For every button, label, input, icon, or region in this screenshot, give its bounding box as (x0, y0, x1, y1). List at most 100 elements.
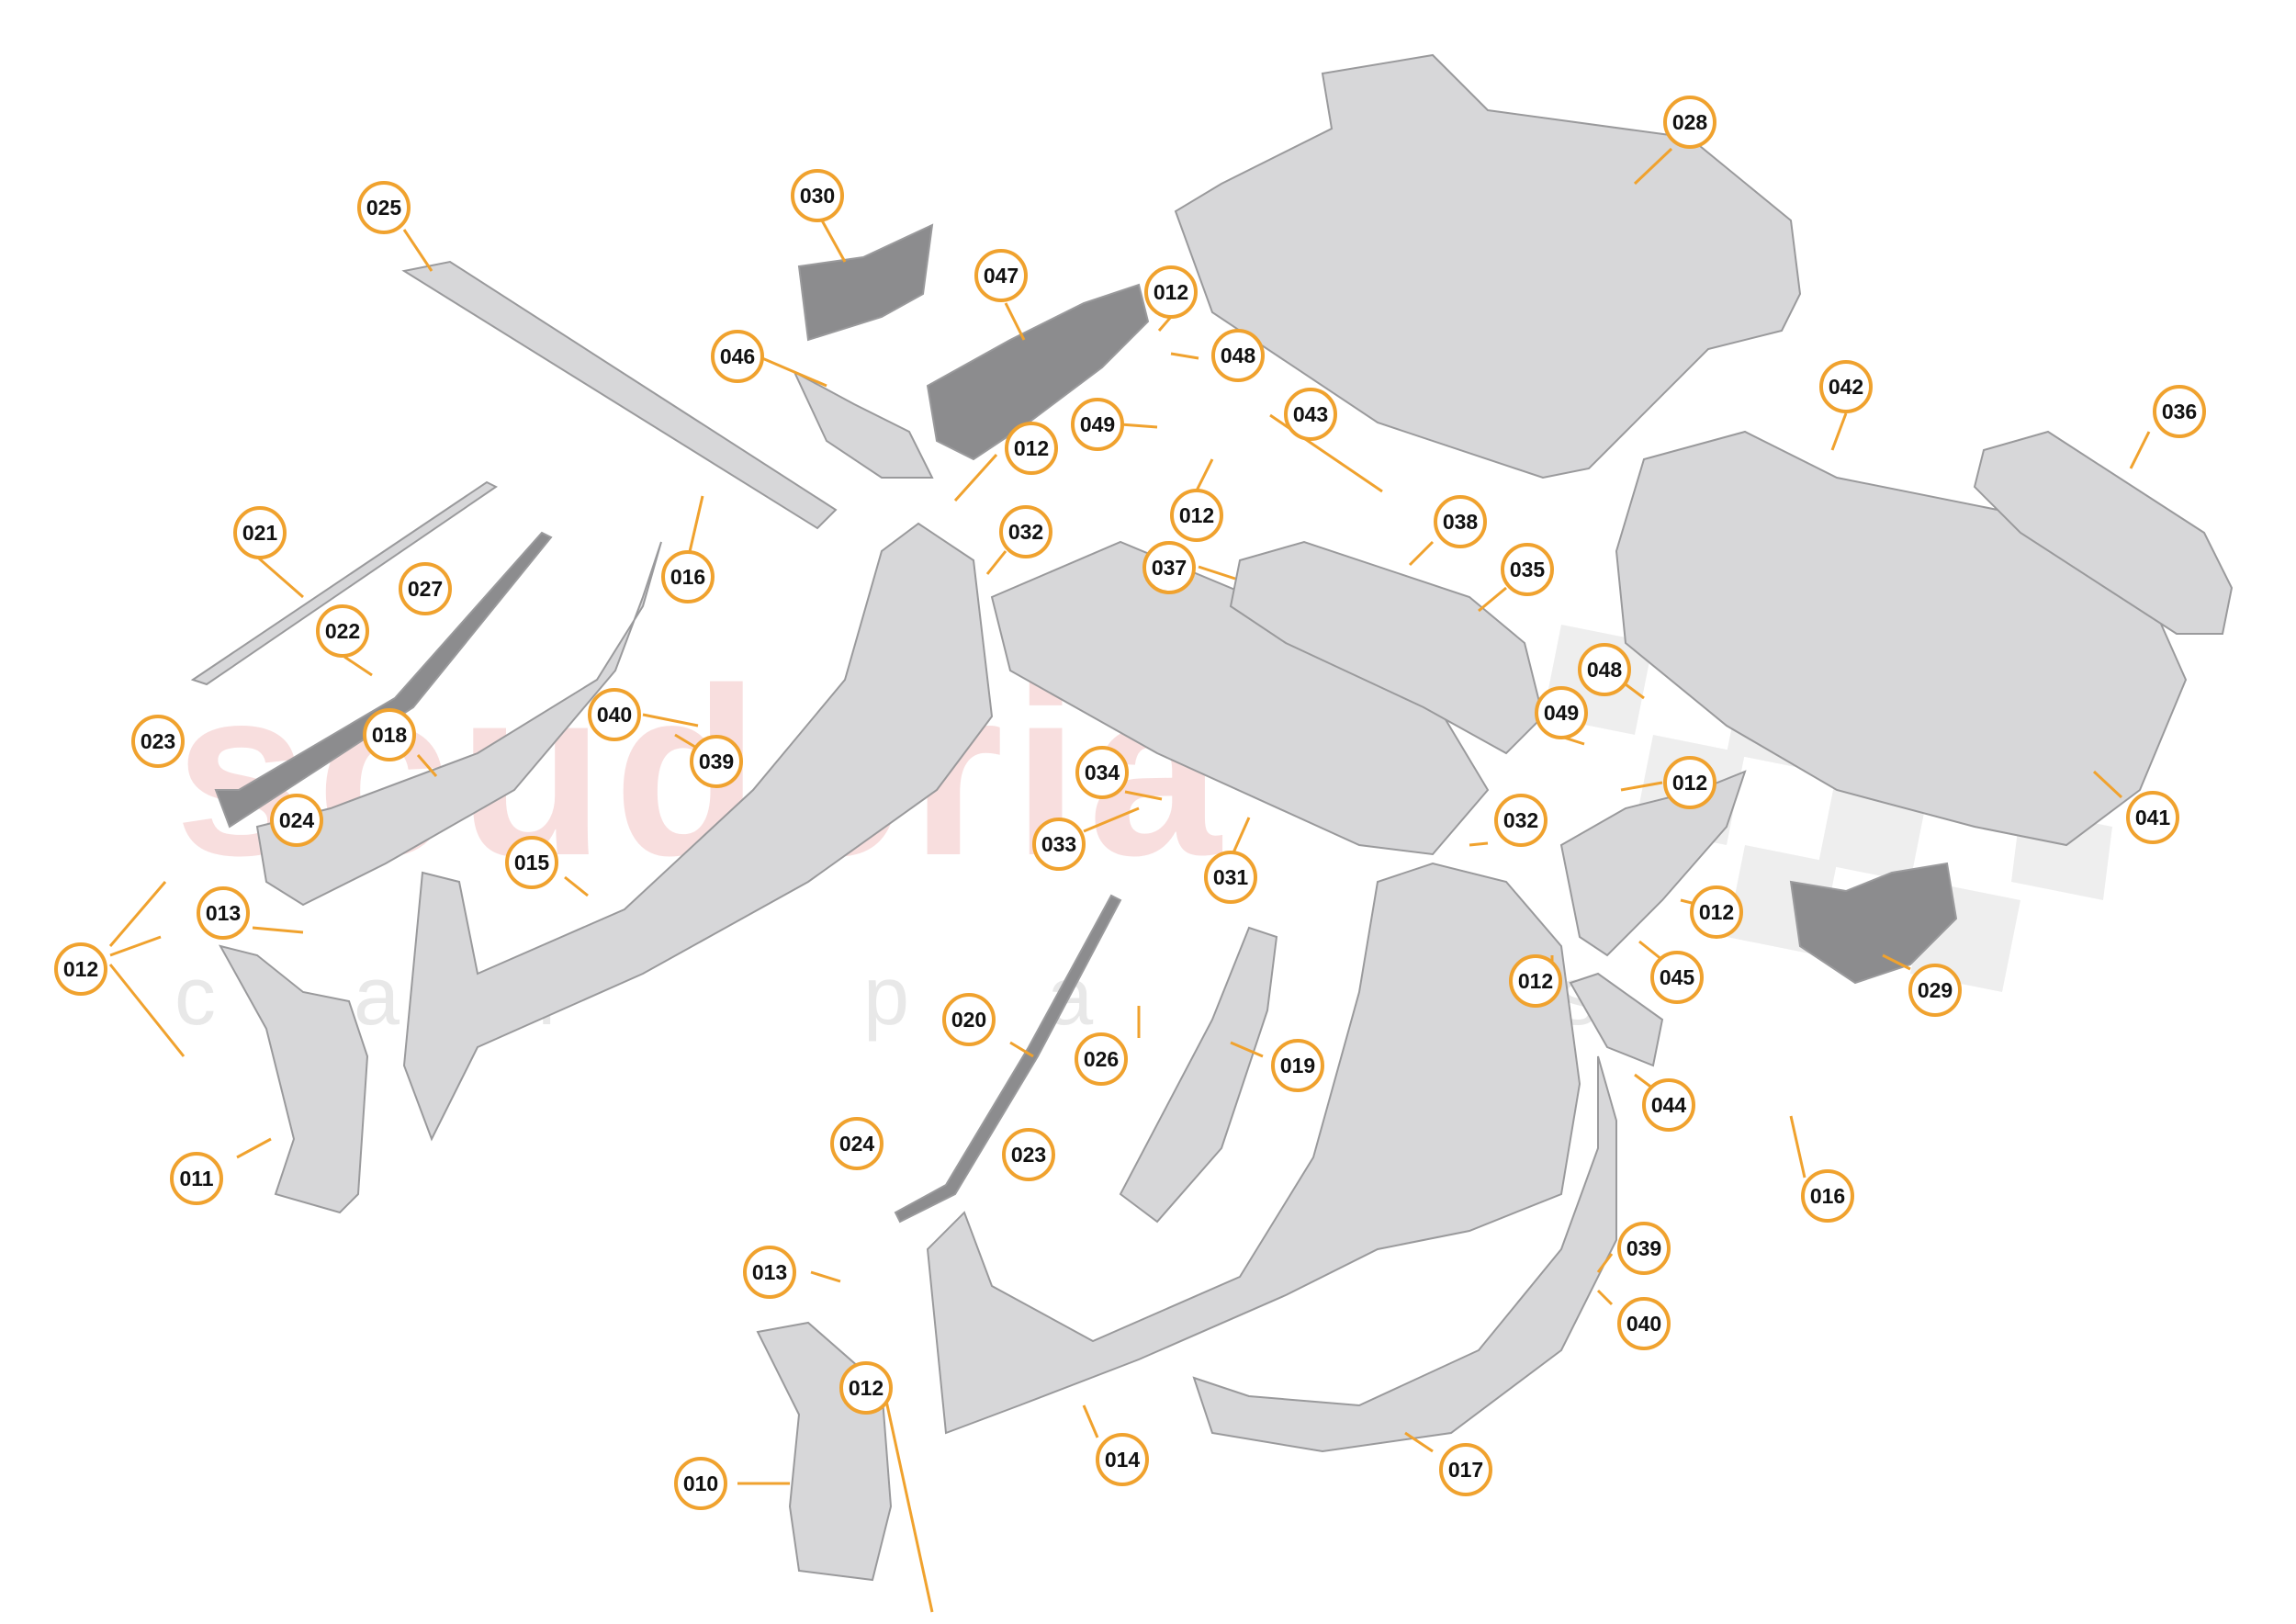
callout-label: 019 (1280, 1054, 1315, 1077)
callout-circle (1819, 360, 1873, 413)
leader-016-b (1789, 1115, 1806, 1179)
callout-circle (839, 1361, 893, 1415)
leader-035 (1478, 586, 1507, 613)
callout-label: 012 (1179, 503, 1214, 527)
part-045-bracket (1559, 770, 1747, 957)
callout-013: 013 (743, 1246, 796, 1299)
part-028-trunk-liner (1174, 53, 1802, 479)
callout-010: 010 (674, 1457, 727, 1510)
callout-circle (357, 181, 411, 234)
callout-046: 046 (711, 330, 764, 383)
part-illustrations (190, 53, 2234, 1582)
leader-018 (416, 754, 438, 777)
callout-012: 012 (54, 942, 107, 996)
callout-014: 014 (1096, 1433, 1149, 1486)
callout-048: 048 (1578, 643, 1631, 696)
callout-label: 012 (1518, 969, 1553, 993)
leader-019 (1230, 1041, 1264, 1058)
callout-circle (1617, 1297, 1671, 1350)
callout-019: 019 (1271, 1039, 1324, 1092)
callout-circle (661, 550, 715, 603)
callout-circle (1663, 756, 1716, 809)
callout-label: 017 (1448, 1458, 1483, 1482)
callout-032: 032 (1494, 794, 1548, 847)
callout-label: 037 (1152, 556, 1187, 580)
leader-032-a (985, 550, 1007, 575)
callout-label: 028 (1672, 110, 1708, 134)
callout-circle (1434, 495, 1487, 548)
callout-circle (690, 735, 743, 788)
callout-circle (1494, 794, 1548, 847)
callout-label: 022 (325, 619, 360, 643)
callout-circle (974, 249, 1028, 302)
callout-029: 029 (1908, 964, 1962, 1017)
callout-circle (1439, 1443, 1492, 1496)
leader-025 (402, 229, 433, 272)
callout-label: 025 (366, 196, 402, 220)
callout-016: 016 (661, 550, 715, 603)
callout-label: 046 (720, 344, 755, 368)
callout-023: 023 (131, 715, 185, 768)
callout-label: 012 (849, 1376, 884, 1400)
callout-label: 036 (2162, 400, 2197, 423)
callout-028: 028 (1663, 96, 1716, 149)
part-019-trim (1119, 926, 1278, 1224)
callout-label: 012 (1699, 900, 1734, 924)
callout-036: 036 (2153, 385, 2206, 438)
callout-label: 013 (206, 901, 241, 925)
callout-035: 035 (1501, 543, 1554, 596)
part-035-panel (1229, 540, 1545, 755)
part-044-bracket (1569, 972, 1664, 1067)
callout-circle (1642, 1078, 1695, 1132)
callout-label: 031 (1213, 865, 1249, 889)
leader-012-f (108, 881, 167, 947)
callout-circle (1908, 964, 1962, 1017)
callout-circle (1144, 265, 1198, 319)
callout-label: 039 (1626, 1236, 1661, 1260)
callout-016: 016 (1801, 1169, 1854, 1223)
callout-label: 032 (1503, 808, 1538, 832)
callout-circle (1142, 541, 1196, 594)
leader-042 (1830, 412, 1848, 451)
callout-039: 039 (690, 735, 743, 788)
leader-036 (2129, 431, 2151, 469)
callout-label: 047 (984, 264, 1019, 288)
callout-label: 044 (1651, 1093, 1687, 1117)
callout-027: 027 (399, 562, 452, 615)
callout-circle (1002, 1128, 1055, 1181)
callout-label: 029 (1918, 978, 1953, 1002)
leader-038 (1408, 540, 1435, 567)
callout-label: 016 (1810, 1184, 1845, 1208)
callout-030: 030 (791, 169, 844, 222)
callout-label: 041 (2135, 806, 2171, 829)
callout-circle (1650, 951, 1704, 1004)
callout-label: 048 (1221, 344, 1256, 367)
callout-label: 039 (699, 750, 734, 773)
callout-label: 048 (1587, 658, 1623, 682)
callout-033: 033 (1032, 818, 1086, 871)
leader-030 (820, 220, 847, 263)
callout-circle (2153, 385, 2206, 438)
leader-012-h (884, 1400, 934, 1613)
leader-045 (1638, 940, 1663, 962)
callout-label: 024 (839, 1132, 875, 1156)
callout-label: 040 (597, 703, 632, 727)
leader-013-a (252, 926, 304, 934)
leader-039-a (674, 733, 699, 750)
leader-048-b (1625, 682, 1645, 700)
callout-circle (505, 836, 558, 889)
callout-circle (1271, 1039, 1324, 1092)
callout-034: 034 (1075, 746, 1129, 799)
callout-label: 035 (1510, 558, 1546, 581)
leader-012-f3 (108, 964, 186, 1057)
callout-label: 010 (683, 1472, 718, 1495)
callout-041: 041 (2126, 791, 2179, 844)
callout-label: 027 (408, 577, 443, 601)
callout-label: 021 (242, 521, 278, 545)
leader-049-a (1120, 423, 1158, 429)
callout-circle (1096, 1433, 1149, 1486)
part-031-parcel-shelf (990, 540, 1490, 856)
callout-circle (711, 330, 764, 383)
part-046-bracket (792, 369, 934, 479)
